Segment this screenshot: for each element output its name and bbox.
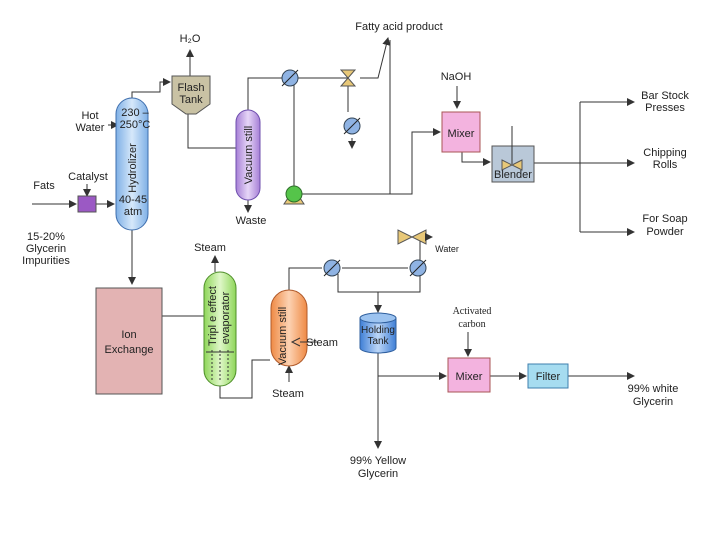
flow-fatty-acid xyxy=(360,37,391,79)
valve-icon xyxy=(339,69,357,87)
bar-stock-label-1: Bar Stock xyxy=(641,90,689,102)
yellow-glycerin-label-2: Glycerin xyxy=(358,468,398,480)
catalyst-label: Catalyst xyxy=(68,171,108,183)
blender xyxy=(491,126,535,183)
hydrolizer-label: Hydrolizer xyxy=(127,143,139,193)
heat-exchanger-icon xyxy=(409,259,427,277)
heat-exchanger-icon xyxy=(343,117,361,135)
naoh-label: NaOH xyxy=(441,71,472,83)
flow-pump-mixer xyxy=(390,128,441,195)
steam-bottom-label: Steam xyxy=(272,388,304,400)
pressure-label-2: atm xyxy=(124,206,142,218)
flash-tank xyxy=(171,75,211,115)
heat-exchanger-icon xyxy=(323,259,341,277)
vacuum-still-1-label: Vacuum still xyxy=(243,126,255,184)
temperature-label-2: 250°C xyxy=(120,119,151,131)
filter xyxy=(527,363,569,389)
h2o-label: H₂O xyxy=(180,33,201,45)
flow-hydrolizer-flash xyxy=(131,78,171,98)
valve-icon xyxy=(397,229,433,245)
yellow-glycerin-label-1: 99% Yellow xyxy=(350,455,406,467)
holding-tank-label-1: Holding xyxy=(361,325,395,336)
temperature-label-1: 230 – xyxy=(121,107,149,119)
mixer-1-label: Mixer xyxy=(448,128,475,140)
flow-mixer-blender xyxy=(461,150,491,166)
flash-tank-label-2: Tank xyxy=(179,94,203,106)
soap-powder-label-2: Powder xyxy=(646,226,684,238)
flow-evap-vacuum xyxy=(219,359,270,399)
holding-tank xyxy=(359,312,397,354)
mixer-2-label: Mixer xyxy=(456,371,483,383)
fatty-acid-label: Fatty acid product xyxy=(355,21,442,33)
heat-exchanger-icon xyxy=(281,69,299,87)
flash-tank-label-1: Flash xyxy=(178,82,205,94)
triple-effect-evaporator xyxy=(203,271,237,387)
flow-vacuum-top xyxy=(247,77,282,110)
activated-carbon-label-1: Activated xyxy=(453,306,492,317)
triple-effect-label-1: Tripl e effect xyxy=(207,286,219,346)
flow-flash-vacuum xyxy=(187,112,244,159)
waste-label: Waste xyxy=(236,215,267,227)
activated-carbon-label-2: carbon xyxy=(458,319,485,330)
mixer-2 xyxy=(447,357,491,393)
mixer-1 xyxy=(441,111,481,153)
triple-effect-label-2: evaporator xyxy=(220,291,232,344)
hot-water-label-2: Water xyxy=(76,122,105,134)
steam-right-label: Steam xyxy=(306,337,338,349)
bar-stock-label-2: Presses xyxy=(645,102,685,114)
filter-label: Filter xyxy=(536,371,561,383)
chipping-rolls-label-1: Chipping xyxy=(643,147,686,159)
steam-top-label: Steam xyxy=(194,242,226,254)
blender-label: Blender xyxy=(494,169,532,181)
vacuum-still-1 xyxy=(235,109,261,201)
vacuum-still-2 xyxy=(270,289,318,367)
holding-tank-label-2: Tank xyxy=(367,336,389,347)
hot-water-label-1: Hot xyxy=(81,110,98,122)
ion-exchange-label-1: Ion xyxy=(121,329,136,341)
ion-exchange xyxy=(95,287,163,395)
flow-hx2-holding xyxy=(378,276,421,293)
pump-icon xyxy=(283,185,305,205)
flow-hx-holding xyxy=(337,274,382,313)
glycerin-impurities-label-3: Impurities xyxy=(22,255,70,267)
glycerin-impurities-label-2: Glycerin xyxy=(26,243,66,255)
white-glycerin-label-1: 99% white xyxy=(628,383,679,395)
chipping-rolls-label-2: Rolls xyxy=(653,159,678,171)
glycerin-impurities-label-1: 15-20% xyxy=(27,231,65,243)
hydrolizer xyxy=(115,97,149,231)
soap-powder-label-1: For Soap xyxy=(642,213,687,225)
flow-pump-fatty xyxy=(302,40,391,195)
pressure-label-1: 40-45 xyxy=(119,194,147,206)
fats-label: Fats xyxy=(33,180,55,192)
water-label: Water xyxy=(435,244,459,254)
catalyst-box xyxy=(77,195,97,213)
ion-exchange-label-2: Exchange xyxy=(105,344,154,356)
white-glycerin-label-2: Glycerin xyxy=(633,396,673,408)
vacuum-still-2-label: Vacuum still xyxy=(277,307,289,365)
flow-vac2-hx xyxy=(288,267,322,290)
